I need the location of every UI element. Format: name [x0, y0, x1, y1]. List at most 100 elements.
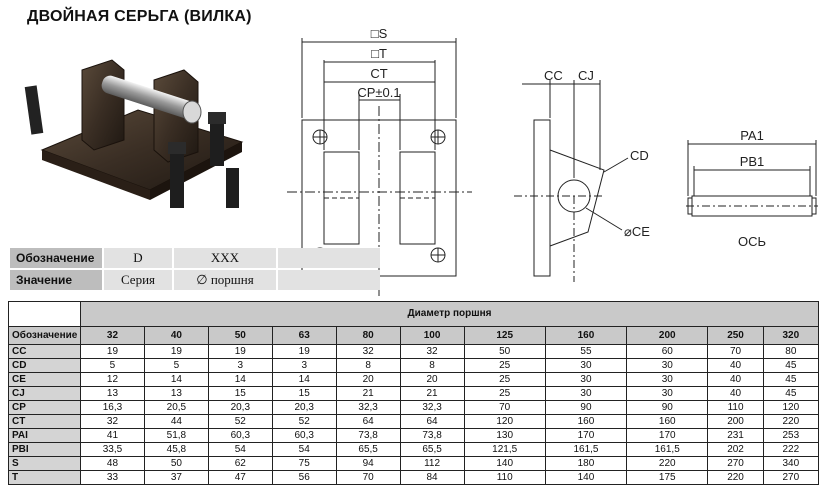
size-header: 320 — [762, 326, 820, 345]
table-cell: 60,3 — [271, 428, 337, 443]
table-cell: 30 — [626, 372, 709, 387]
table-cell: 25 — [463, 358, 546, 373]
clevis-photo — [24, 59, 244, 208]
table-cell: 8 — [399, 358, 465, 373]
size-header: 63 — [271, 326, 337, 345]
table-cell: 13 — [80, 386, 145, 401]
table-cell: 75 — [271, 456, 337, 471]
table-cell: 21 — [399, 386, 465, 401]
table-cell: 48 — [80, 456, 145, 471]
table-cell: 19 — [207, 344, 273, 359]
header-blank — [8, 301, 81, 327]
table-cell: 40 — [707, 386, 764, 401]
table-cell: 14 — [207, 372, 273, 387]
code-row-designation: Обозначение D XXX — [10, 248, 380, 268]
table-cell: 202 — [707, 442, 764, 457]
label-ct: CT — [370, 66, 387, 81]
side-view — [514, 80, 629, 282]
group-header: Диаметр поршня — [80, 301, 819, 327]
label-axis: ОСЬ — [738, 234, 766, 249]
row-label: CJ — [8, 386, 81, 401]
table-cell: 54 — [271, 442, 337, 457]
table-cell: 200 — [707, 414, 764, 429]
label-pb1: PB1 — [740, 154, 765, 169]
table-cell: 175 — [626, 470, 709, 485]
row-label: S — [8, 456, 81, 471]
row-label: CD — [8, 358, 81, 373]
table-cell: 14 — [271, 372, 337, 387]
code-row-value: Значение Серия ∅ поршня — [10, 270, 380, 290]
table-cell: 222 — [762, 442, 820, 457]
size-header: 250 — [707, 326, 764, 345]
label-pa1: PA1 — [740, 128, 764, 143]
table-cell: 55 — [544, 344, 628, 359]
table-cell: 45,8 — [143, 442, 209, 457]
table-cell: 3 — [207, 358, 273, 373]
row-label: CP — [8, 400, 81, 415]
table-cell: 160 — [544, 414, 628, 429]
page-title: ДВОЙНАЯ СЕРЬГА (ВИЛКА) — [27, 8, 252, 25]
table-cell: 60 — [626, 344, 709, 359]
table-cell: 33,5 — [80, 442, 145, 457]
label-cp: CP±0.1 — [357, 85, 400, 100]
table-cell: 3 — [271, 358, 337, 373]
table-cell: 45 — [762, 372, 820, 387]
row-header: Обозначение — [8, 326, 81, 345]
table-cell: 231 — [707, 428, 764, 443]
table-cell: 160 — [626, 414, 709, 429]
size-header: 80 — [335, 326, 401, 345]
table-cell: 20,3 — [207, 400, 273, 415]
size-header: 125 — [463, 326, 546, 345]
table-cell: 25 — [463, 386, 546, 401]
table-cell: 270 — [762, 470, 820, 485]
table-cell: 121,5 — [463, 442, 546, 457]
table-cell: 170 — [544, 428, 628, 443]
table-cell: 41 — [80, 428, 145, 443]
table-cell: 62 — [207, 456, 273, 471]
pin-view — [686, 140, 818, 217]
code-cell: XXX — [174, 248, 276, 268]
table-cell: 20,5 — [143, 400, 209, 415]
table-cell: 12 — [80, 372, 145, 387]
table-cell: 30 — [544, 358, 628, 373]
table-cell: 50 — [143, 456, 209, 471]
table-cell: 32,3 — [399, 400, 465, 415]
table-cell: 65,5 — [335, 442, 401, 457]
table-cell: 70 — [707, 344, 764, 359]
table-cell: 180 — [544, 456, 628, 471]
table-cell: 94 — [335, 456, 401, 471]
table-cell: 161,5 — [544, 442, 628, 457]
table-cell: 15 — [207, 386, 273, 401]
table-cell: 30 — [544, 386, 628, 401]
label-cd: CD — [630, 148, 649, 163]
code-cell: Серия — [104, 270, 172, 290]
table-cell: 64 — [399, 414, 465, 429]
table-cell: 270 — [707, 456, 764, 471]
table-cell: 130 — [463, 428, 546, 443]
table-cell: 56 — [271, 470, 337, 485]
row-label: CE — [8, 372, 81, 387]
table-cell: 5 — [143, 358, 209, 373]
table-cell: 140 — [463, 456, 546, 471]
label-cc: CC — [544, 68, 563, 83]
label-t: □T — [371, 46, 387, 61]
table-cell: 45 — [762, 386, 820, 401]
table-cell: 19 — [271, 344, 337, 359]
table-cell: 65,5 — [399, 442, 465, 457]
size-header: 160 — [544, 326, 628, 345]
table-cell: 60,3 — [207, 428, 273, 443]
table-cell: 52 — [207, 414, 273, 429]
table-cell: 70 — [335, 470, 401, 485]
table-cell: 8 — [335, 358, 401, 373]
table-cell: 16,3 — [80, 400, 145, 415]
table-cell: 90 — [544, 400, 628, 415]
table-cell: 14 — [143, 372, 209, 387]
